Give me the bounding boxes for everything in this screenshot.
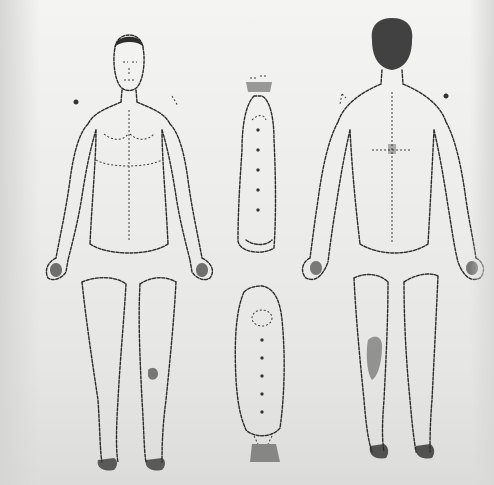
- back-view-figure: [303, 18, 484, 459]
- side-view-upper-figure: [238, 76, 276, 252]
- front-view-figure: [46, 35, 212, 471]
- side-view-lower-figure: [235, 286, 284, 462]
